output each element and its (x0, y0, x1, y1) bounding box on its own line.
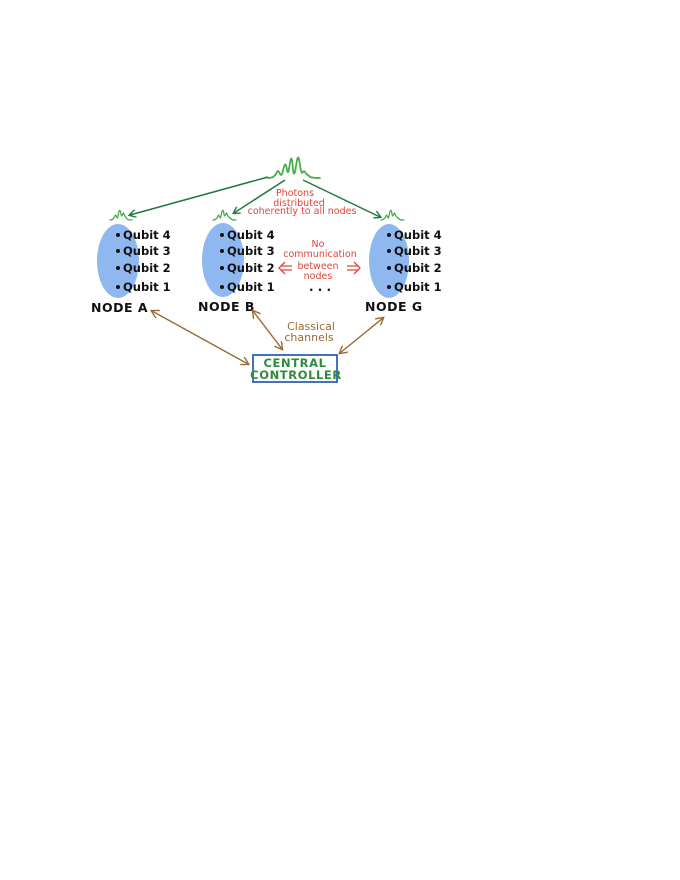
node-g-qubit-2-bullet (387, 266, 391, 270)
node-b-qubit-3: Qubit 3 (227, 244, 275, 258)
node-b-qubit-1-bullet (220, 285, 224, 289)
node-a-qubit-2: Qubit 2 (123, 261, 171, 275)
channel-arrow-node-a (152, 311, 248, 364)
no-comm-right-arrow-icon (347, 261, 361, 275)
node-b-qubit-1: Qubit 1 (227, 280, 275, 294)
central-controller-box (252, 354, 338, 383)
node-g-qubit-1: Qubit 1 (394, 280, 442, 294)
node-b-photon-icon (212, 209, 237, 221)
no-comm-note-line-4: nodes (304, 271, 333, 282)
node-b-qubit-2: Qubit 2 (227, 261, 275, 275)
node-a-label: NODE A (91, 300, 148, 315)
channel-arrow-node-g (340, 318, 383, 353)
node-g-qubit-4-bullet (387, 233, 391, 237)
no-comm-note-line-1: No (312, 239, 325, 250)
channel-arrow-node-b (253, 311, 282, 349)
node-a-qubit-3: Qubit 3 (123, 244, 171, 258)
controller-line-1: CENTRAL (263, 356, 326, 370)
photon-source-icon (267, 156, 321, 179)
node-g-photon-icon (380, 209, 405, 221)
node-a-qubit-1: Qubit 1 (123, 280, 171, 294)
node-a-qubit-4: Qubit 4 (123, 228, 171, 242)
no-comm-note-line-3: between (297, 261, 338, 272)
classical-note-line-1: Classical (287, 320, 335, 333)
node-g-qubit-4: Qubit 4 (394, 228, 442, 242)
classical-note-line-2: channels (284, 331, 334, 344)
no-comm-note-line-2: communication (283, 249, 356, 260)
node-g-qubit-3-bullet (387, 249, 391, 253)
photon-note-line-3: coherently to all nodes (248, 206, 357, 217)
photon-arrow-to-node-b (234, 179, 286, 213)
node-g-qubit-2: Qubit 2 (394, 261, 442, 275)
node-b-qubit-4: Qubit 4 (227, 228, 275, 242)
node-g-label: NODE G (365, 299, 423, 314)
node-b-qubit-3-bullet (220, 249, 224, 253)
node-b-qubit-2-bullet (220, 266, 224, 270)
photon-arrow-to-node-g (302, 179, 380, 217)
node-a-qubit-4-bullet (116, 233, 120, 237)
node-g-qubit-3: Qubit 3 (394, 244, 442, 258)
node-b-qubit-4-bullet (220, 233, 224, 237)
photon-arrow-to-node-a (130, 176, 269, 215)
node-a-qubit-3-bullet (116, 249, 120, 253)
photon-note-line-1: Photons (276, 188, 314, 199)
photon-note-line-2: distributed (273, 198, 325, 209)
node-a-photon-icon (109, 209, 133, 221)
controller-line-2: CONTROLLER (250, 368, 342, 382)
node-g-ellipse (369, 224, 409, 298)
node-a-ellipse (97, 224, 139, 298)
ellipsis: . . . (309, 280, 331, 294)
node-a-qubit-2-bullet (116, 266, 120, 270)
node-g-qubit-1-bullet (387, 285, 391, 289)
node-b-label: NODE B (198, 299, 255, 314)
no-comm-left-arrow-icon (278, 261, 292, 275)
node-a-qubit-1-bullet (116, 285, 120, 289)
node-b-ellipse (202, 223, 244, 297)
